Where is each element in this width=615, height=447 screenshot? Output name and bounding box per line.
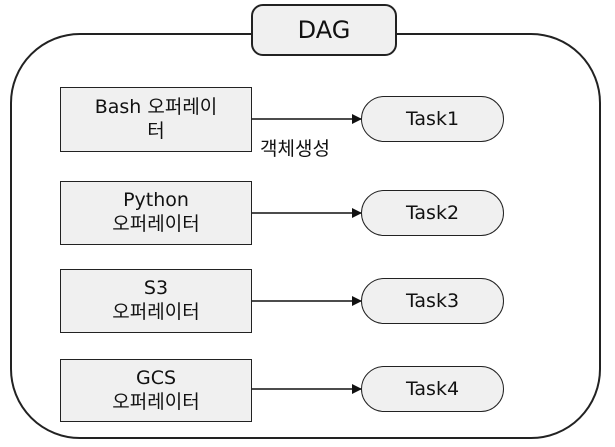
dag-title: DAG <box>251 4 397 56</box>
dag-title-text: DAG <box>297 16 351 44</box>
task-2-label: Task2 <box>405 202 460 224</box>
operator-python-line1: Python <box>123 189 189 212</box>
operator-s3-line1: S3 <box>143 277 169 300</box>
operator-gcs-line1: GCS <box>135 366 177 389</box>
task-1: Task1 <box>361 96 504 142</box>
operator-s3-line2: 오퍼레이터 <box>112 301 200 323</box>
operator-bash-line1: Bash 오퍼레이 <box>94 95 218 118</box>
edge-label: 객체생성 <box>260 138 330 160</box>
operator-bash-line2: 터 <box>147 119 165 142</box>
task-3: Task3 <box>361 278 504 324</box>
task-4-label: Task4 <box>405 378 460 400</box>
task-4: Task4 <box>361 366 504 412</box>
operator-python-line2: 오퍼레이터 <box>112 213 200 235</box>
operator-gcs-line2: 오퍼레이터 <box>112 390 200 413</box>
task-1-label: Task1 <box>405 108 460 130</box>
task-3-label: Task3 <box>405 290 460 312</box>
task-2: Task2 <box>361 190 504 236</box>
